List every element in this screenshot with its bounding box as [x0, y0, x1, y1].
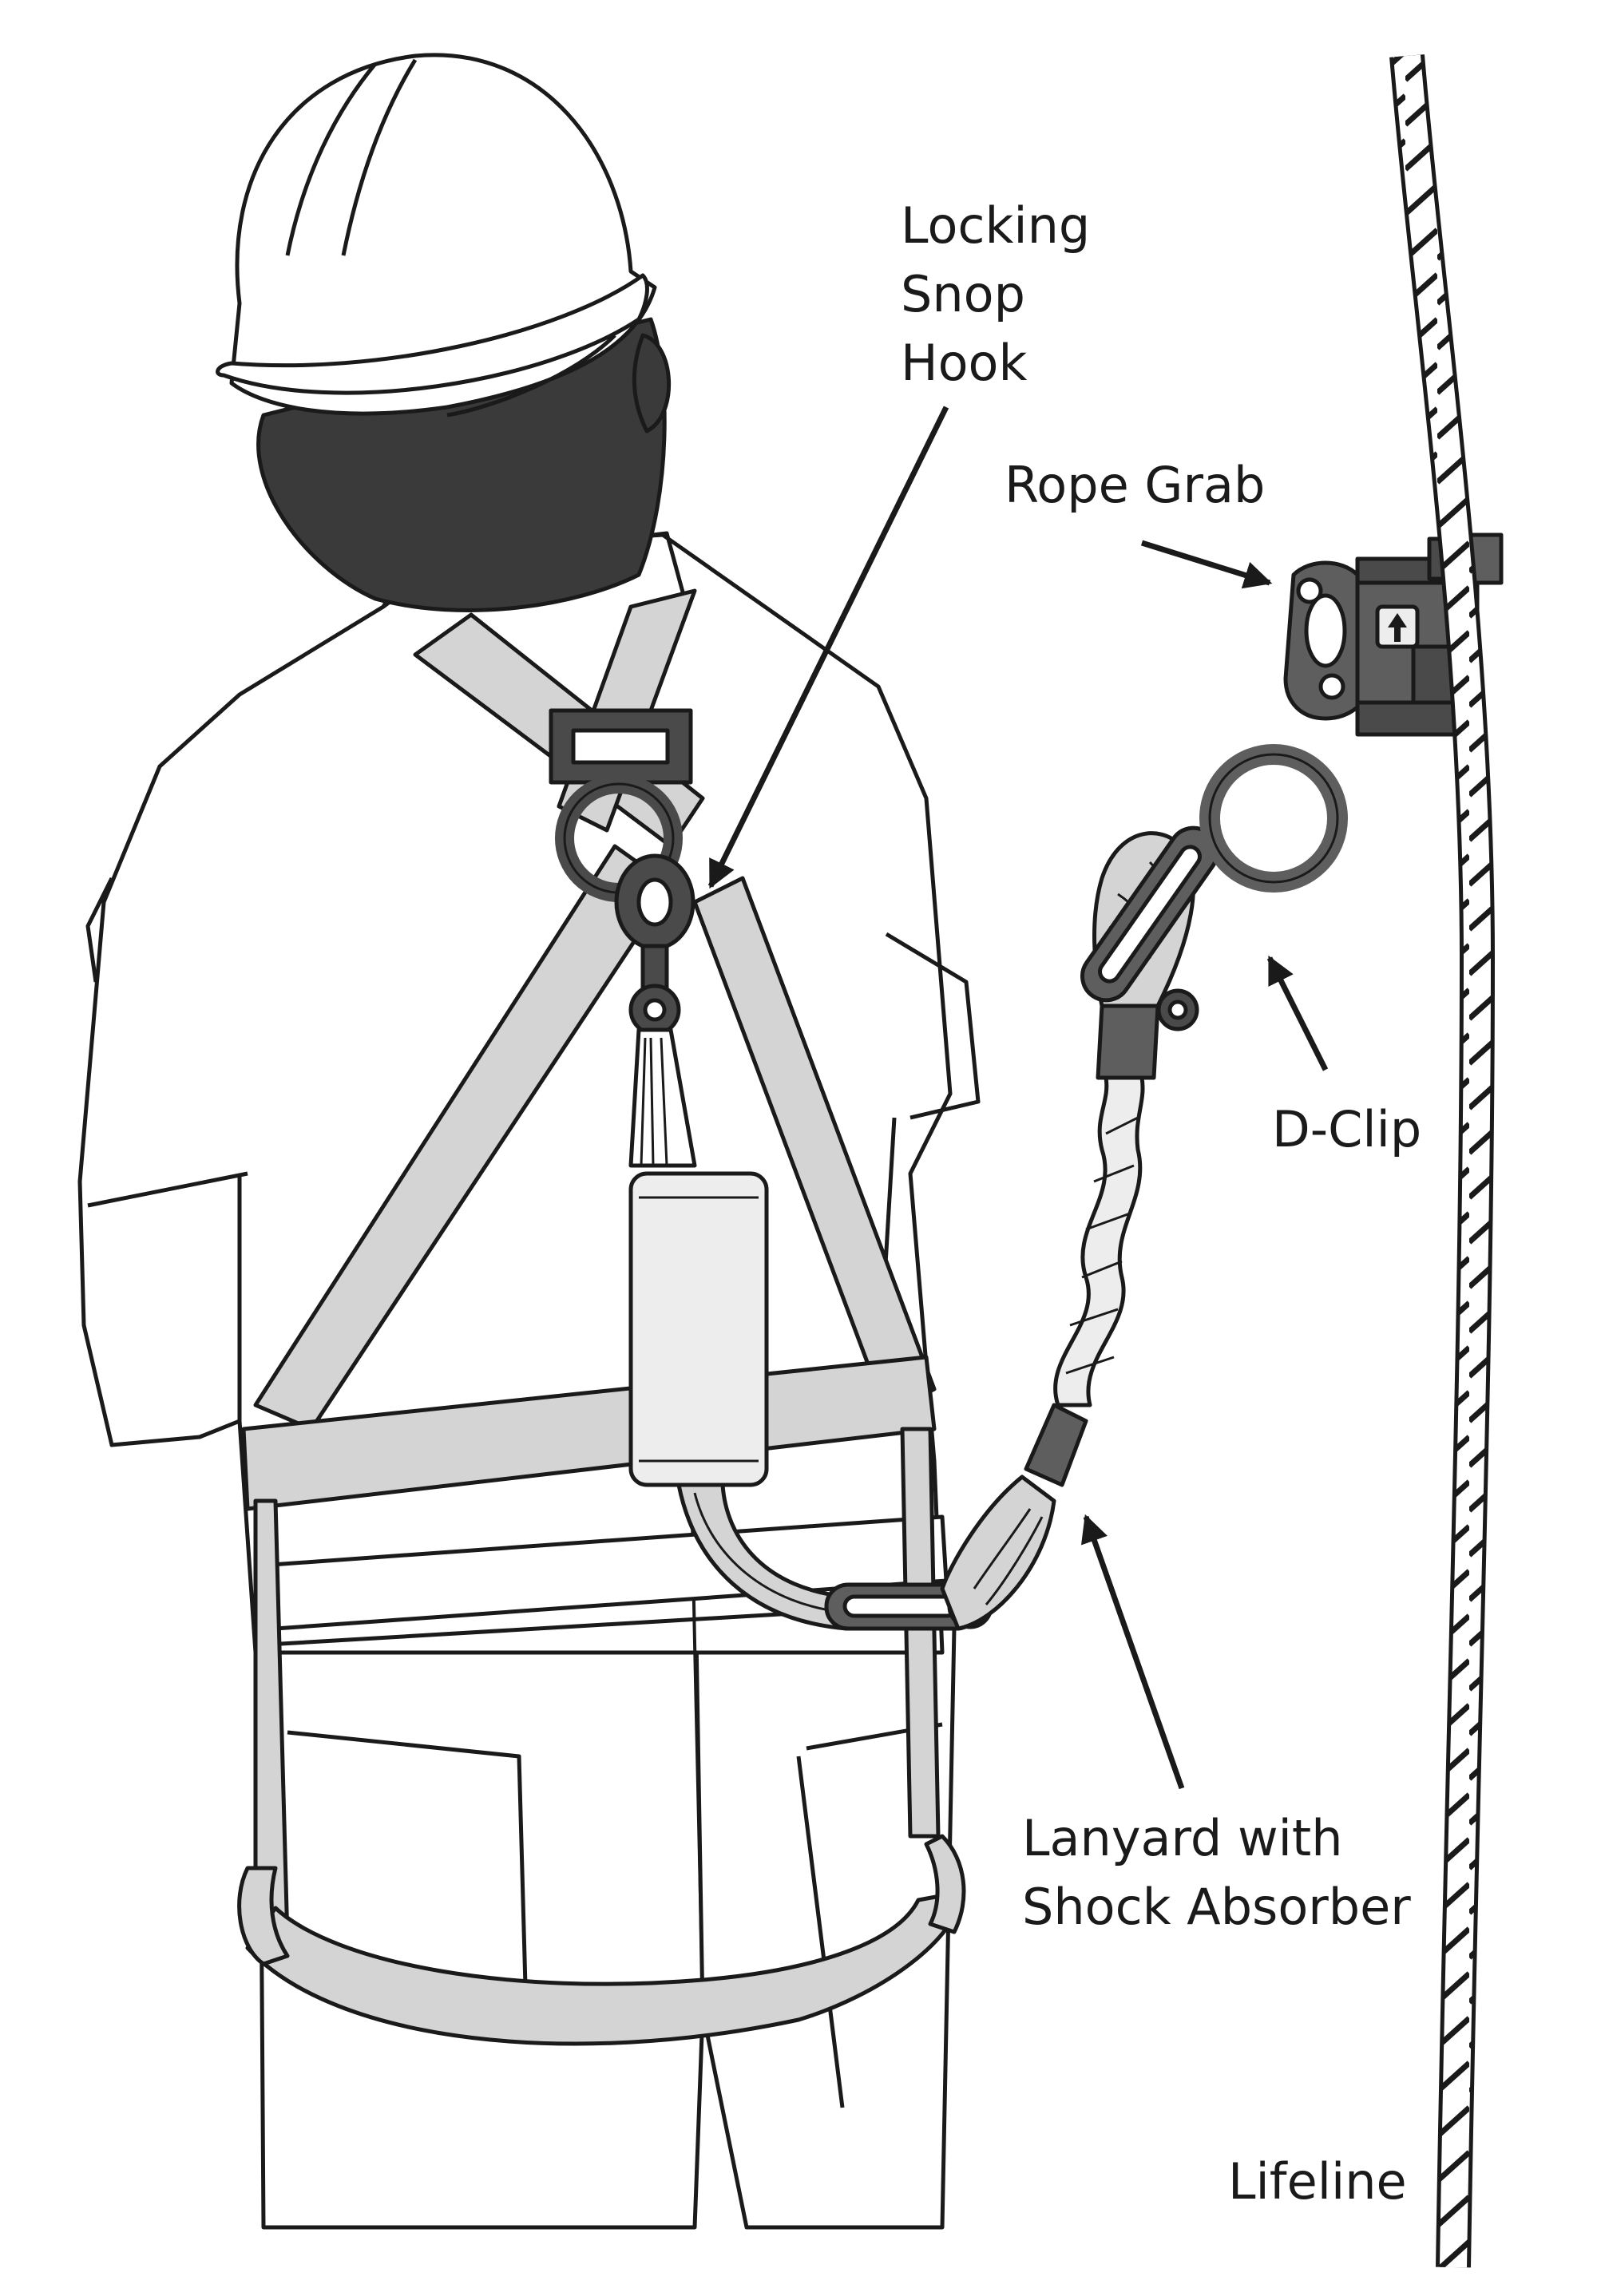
- lifeline-rope: [1389, 54, 1496, 2268]
- shock-absorber-pack: [628, 1171, 769, 1487]
- label-lanyard-shock-absorber: Lanyard with Shock Absorber: [1022, 1809, 1411, 1936]
- upper-sleeve: [1096, 1004, 1160, 1080]
- ear: [632, 333, 671, 433]
- label-lifeline: Lifeline: [1228, 2152, 1407, 2211]
- arrow-icon: [707, 406, 949, 889]
- lanyard: [824, 744, 1348, 1631]
- callout-arrows: [707, 406, 1329, 1790]
- up-arrow-icon: [1388, 613, 1407, 642]
- braided-rope: [1053, 1075, 1145, 1407]
- lower-sleeve: [1024, 1403, 1088, 1487]
- label-d-clip: D-Clip: [1272, 1100, 1422, 1158]
- worker-head: [216, 53, 671, 612]
- label-rope-grab: Rope Grab: [1005, 456, 1266, 514]
- arrow-icon: [1266, 955, 1329, 1071]
- arrow-icon: [1080, 1514, 1185, 1790]
- pants: [257, 1626, 957, 2230]
- back-connection: [549, 708, 849, 1631]
- helmet-brim: [216, 273, 649, 395]
- arrow-icon: [1140, 540, 1273, 589]
- label-locking-snap-hook: Locking Snop Hook: [901, 196, 1091, 392]
- side-strap-right: [900, 1427, 941, 1839]
